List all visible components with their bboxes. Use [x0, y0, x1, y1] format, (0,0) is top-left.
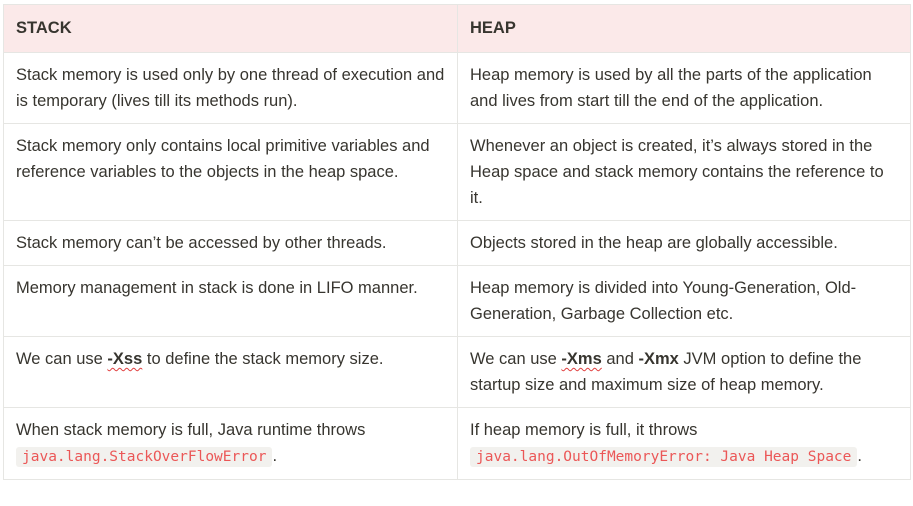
- cell-heap: Objects stored in the heap are globally …: [457, 220, 911, 266]
- text-segment: We can use: [470, 350, 562, 368]
- cell-stack: Memory management in stack is done in LI…: [3, 265, 458, 337]
- cell-heap: Heap memory is used by all the parts of …: [457, 52, 911, 124]
- cell-heap: We can use -Xms and -Xmx JVM option to d…: [457, 336, 911, 408]
- table-row: When stack memory is full, Java runtime …: [3, 407, 911, 480]
- text-segment: When stack memory is full, Java runtime …: [16, 421, 366, 439]
- cell-stack: Stack memory only contains local primiti…: [3, 123, 458, 221]
- text-segment: JVM option to define the startup size an…: [470, 350, 862, 394]
- jvm-flag-xms: -Xms: [561, 350, 602, 368]
- stack-vs-heap-table: STACK HEAP Stack memory is used only by …: [3, 4, 911, 480]
- cell-stack: When stack memory is full, Java runtime …: [3, 407, 458, 480]
- header-stack: STACK: [3, 4, 458, 53]
- text-segment: and: [601, 350, 639, 368]
- table-row: Stack memory is used only by one thread …: [3, 52, 911, 124]
- cell-stack: Stack memory can’t be accessed by other …: [3, 220, 458, 266]
- inline-code-outofmemory: java.lang.OutOfMemoryError: Java Heap Sp…: [470, 447, 858, 467]
- cell-heap: If heap memory is full, it throws java.l…: [457, 407, 911, 480]
- text-segment: If heap memory is full, it throws: [470, 421, 698, 439]
- text-segment: .: [857, 447, 862, 465]
- cell-stack: We can use -Xss to define the stack memo…: [3, 336, 458, 408]
- inline-code-stackoverflow: java.lang.StackOverFlowError: [16, 447, 273, 467]
- cell-heap: Whenever an object is created, it’s alwa…: [457, 123, 911, 221]
- jvm-flag-xmx: -Xmx: [638, 350, 679, 368]
- text-segment: to define the stack memory size.: [142, 350, 384, 368]
- table-row: Stack memory can’t be accessed by other …: [3, 220, 911, 266]
- cell-stack: Stack memory is used only by one thread …: [3, 52, 458, 124]
- jvm-flag-xss: -Xss: [107, 350, 143, 368]
- table-row: Stack memory only contains local primiti…: [3, 123, 911, 221]
- header-row: STACK HEAP: [3, 4, 911, 53]
- text-segment: .: [272, 447, 278, 465]
- table-row: We can use -Xss to define the stack memo…: [3, 336, 911, 408]
- text-segment: We can use: [16, 350, 108, 368]
- cell-heap: Heap memory is divided into Young-Genera…: [457, 265, 911, 337]
- table-row: Memory management in stack is done in LI…: [3, 265, 911, 337]
- header-heap: HEAP: [457, 4, 911, 53]
